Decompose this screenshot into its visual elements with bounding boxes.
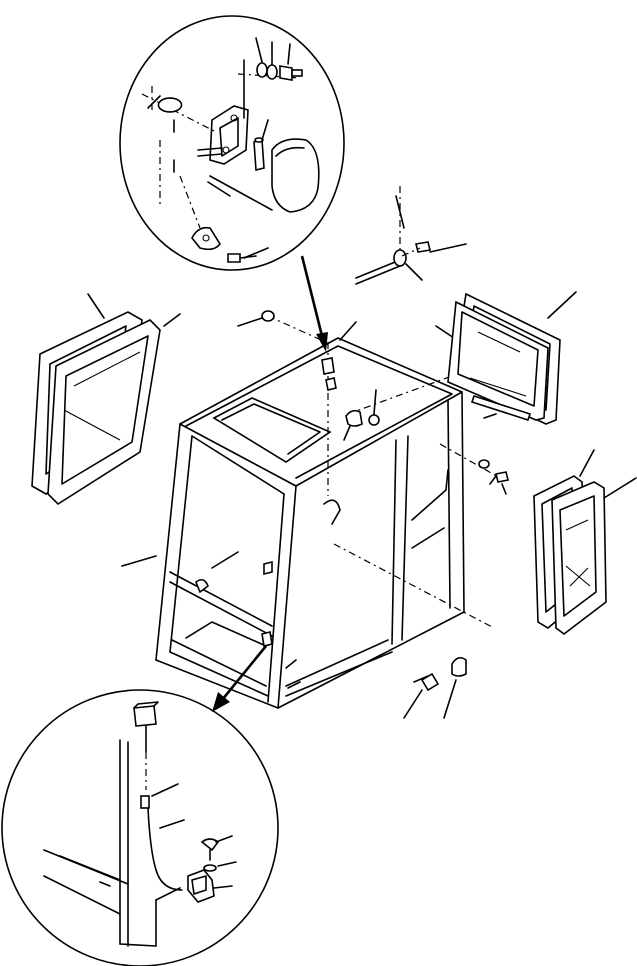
lower-detail-circle bbox=[1, 689, 279, 966]
rear-window bbox=[447, 291, 577, 425]
detail-arrow-upper bbox=[300, 255, 328, 352]
upper-detail-circle bbox=[119, 15, 345, 271]
cab-frame bbox=[121, 186, 509, 719]
right-side-window bbox=[533, 449, 637, 636]
left-window bbox=[31, 293, 181, 506]
detail-arrow-lower bbox=[212, 645, 268, 712]
